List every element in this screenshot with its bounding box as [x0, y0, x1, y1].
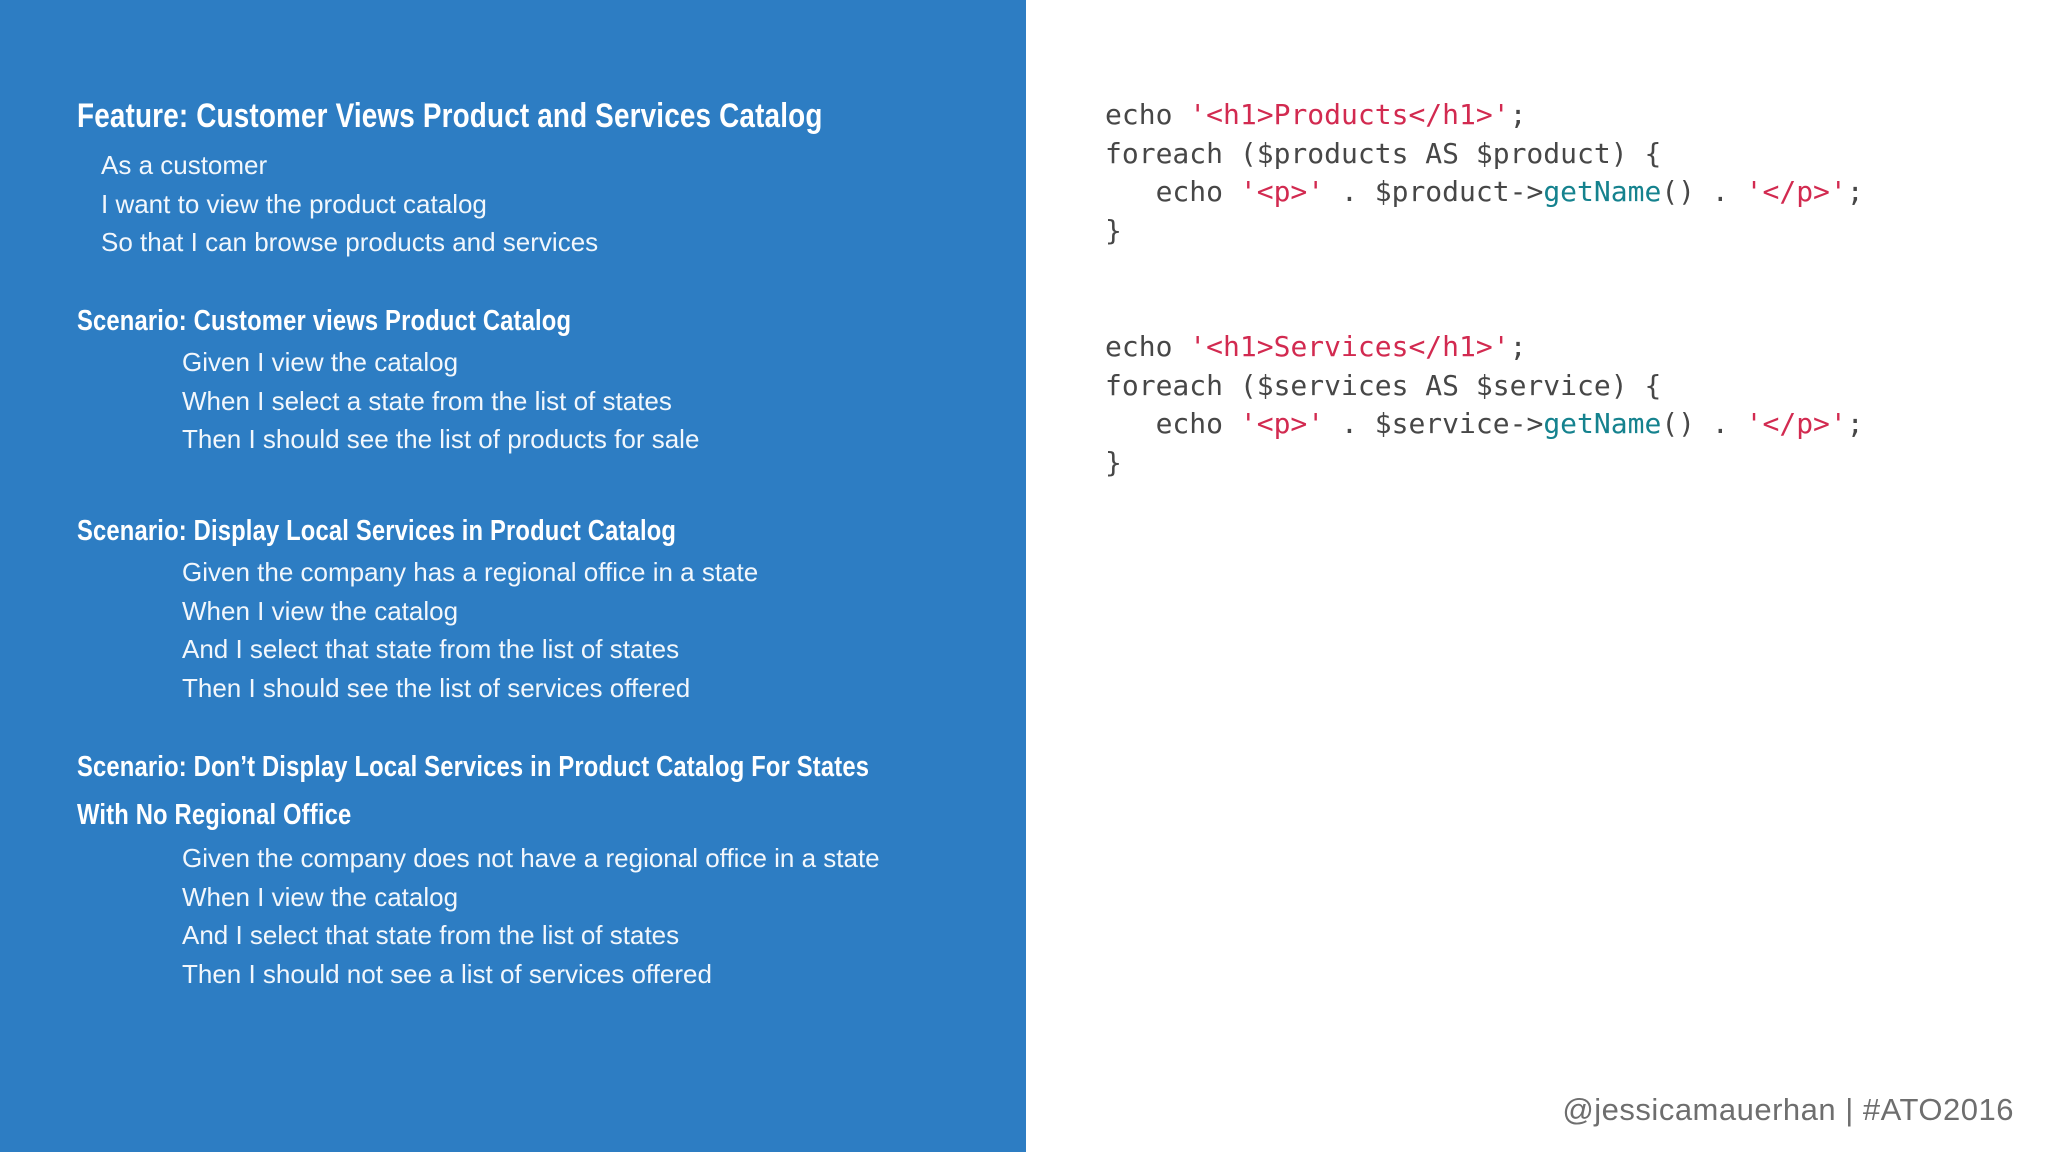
narrative-line: So that I can browse products and servic… — [101, 227, 599, 258]
scenario-title-line: Scenario: Display Local Services in Prod… — [77, 515, 677, 547]
scenario-title-line: Scenario: Don’t Display Local Services i… — [77, 751, 870, 783]
feature-title: Feature: Customer Views Product and Serv… — [77, 97, 823, 135]
scenario-step: When I select a state from the list of s… — [182, 385, 672, 416]
scenario-title-line: Scenario: Customer views Product Catalog — [77, 305, 572, 337]
code-block-services: echo '<h1>Services</h1>';foreach ($servi… — [1105, 330, 1864, 479]
scenario-title-line: With No Regional Office — [77, 799, 352, 831]
scenario-step: Then I should see the list of services o… — [182, 672, 691, 703]
scenario-step: Given I view the catalog — [182, 347, 459, 377]
narrative-line: I want to view the product catalog — [101, 188, 487, 219]
scenario-step: Then I should see the list of products f… — [182, 424, 700, 455]
scenario-step: Given the company has a regional office … — [182, 557, 759, 587]
narrative-line: As a customer — [101, 150, 268, 180]
scenario-steps: Given the company has a regional office … — [182, 553, 952, 707]
scenario-step: Then I should not see a list of services… — [182, 958, 712, 989]
scenario-step: Given the company does not have a region… — [182, 843, 880, 873]
scenario-block-dont-display-local-services: Scenario: Don’t Display Local Services i… — [77, 743, 977, 993]
scenario-block-view-product-catalog: Scenario: Customer views Product Catalog… — [77, 300, 977, 459]
scenario-step: And I select that state from the list of… — [182, 634, 680, 665]
scenario-title: Scenario: Display Local Services in Prod… — [77, 510, 815, 553]
scenario-step: And I select that state from the list of… — [182, 920, 680, 951]
scenario-step: When I view the catalog — [182, 881, 459, 912]
scenario-step: When I view the catalog — [182, 595, 459, 626]
gherkin-panel: Feature: Customer Views Product and Serv… — [0, 0, 1026, 1152]
scenario-title: Scenario: Don’t Display Local Services i… — [77, 743, 870, 839]
feature-narrative: As a customer I want to view the product… — [101, 146, 598, 262]
scenario-steps: Given the company does not have a region… — [182, 839, 952, 993]
scenario-title: Scenario: Customer views Product Catalog — [77, 300, 815, 343]
footer-credit: @jessicamauerhan | #ATO2016 — [1562, 1092, 2014, 1127]
scenario-block-display-local-services: Scenario: Display Local Services in Prod… — [77, 510, 977, 707]
code-panel: echo '<h1>Products</h1>';foreach ($produ… — [1026, 0, 2048, 1152]
scenario-steps: Given I view the catalog When I select a… — [182, 343, 952, 459]
code-block-products: echo '<h1>Products</h1>';foreach ($produ… — [1105, 98, 1864, 247]
